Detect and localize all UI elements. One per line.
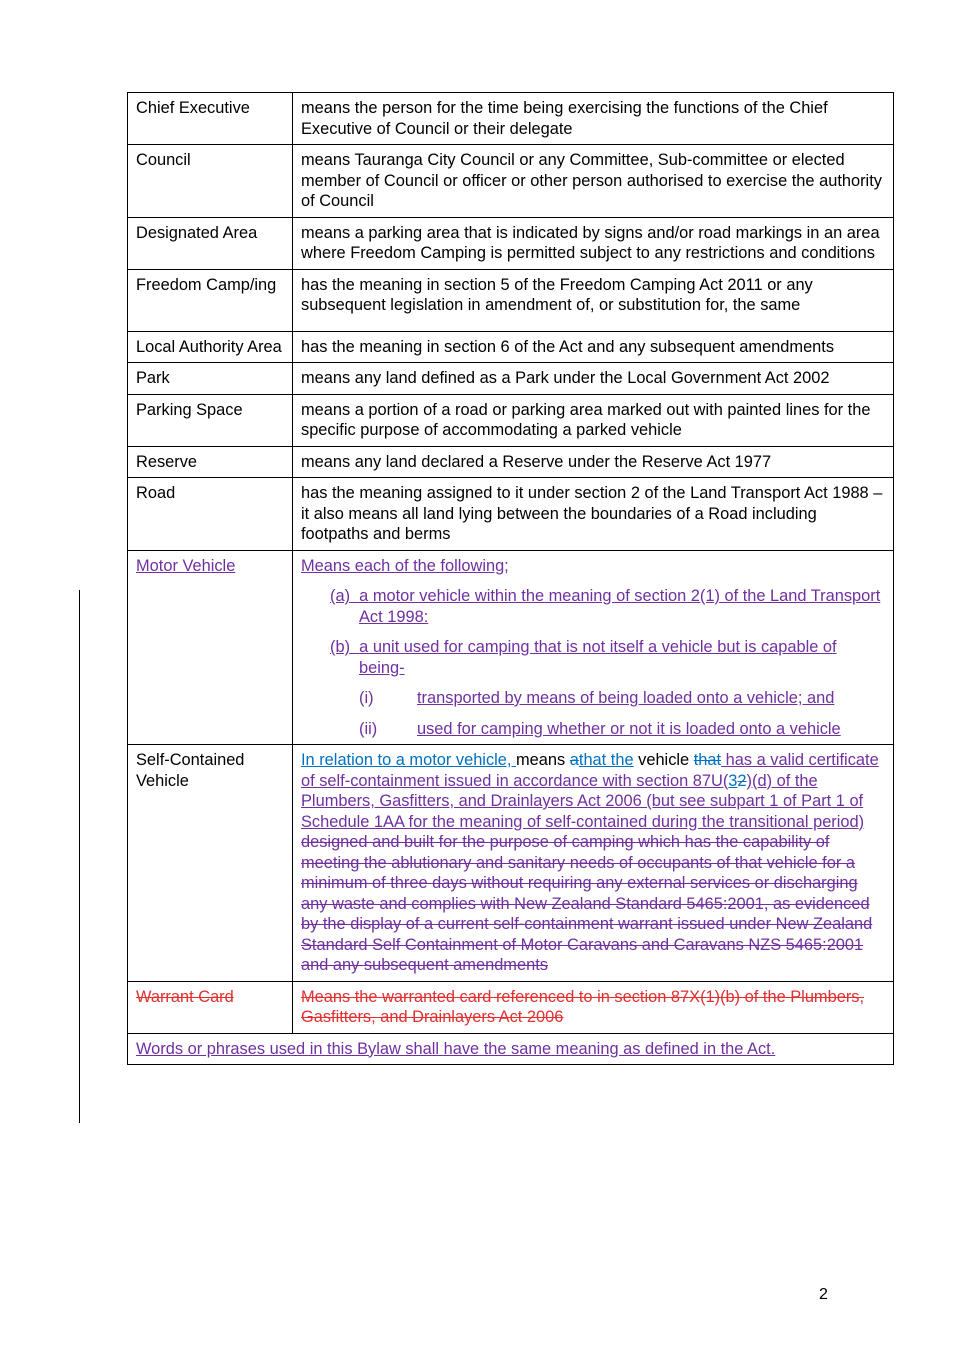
- deleted-text: Means the warranted card referenced to i…: [301, 987, 865, 1027]
- meaning-cell: means Tauranga City Council or any Commi…: [292, 144, 894, 218]
- term-cell: Parking Space: [127, 393, 293, 447]
- clause-i-label: (i): [359, 689, 374, 707]
- inserted-text: 3: [728, 771, 738, 790]
- definition-row-warrant-card: Warrant Card Means the warranted card re…: [127, 980, 894, 1034]
- meaning-cell: Means the warranted card referenced to i…: [292, 980, 894, 1034]
- meaning-cell: has the meaning assigned to it under sec…: [292, 477, 894, 551]
- term-cell: Motor Vehicle: [127, 549, 293, 745]
- meaning-cell: Means each of the following; (a) a motor…: [292, 549, 894, 745]
- clause-i: (i) transported by means of being loaded …: [359, 688, 885, 709]
- inserted-text: )(d) of the Plumbers, Gasfitters, and Dr…: [301, 771, 865, 831]
- term-cell: Local Authority Area: [127, 330, 293, 363]
- inserted-text: Means each of the following;: [301, 556, 509, 575]
- definitions-table: Chief Executive means the person for the…: [127, 92, 894, 1065]
- clause-b-label: (b): [330, 638, 351, 656]
- footer-row: Words or phrases used in this Bylaw shal…: [127, 1032, 894, 1065]
- definition-row-motor-vehicle: Motor Vehicle Means each of the followin…: [127, 549, 894, 745]
- deleted-text: a: [569, 751, 579, 769]
- clause-ii: (ii) used for camping whether or not it i…: [359, 719, 885, 740]
- meaning-cell: has the meaning in section 5 of the Free…: [292, 268, 894, 332]
- definition-row: Park means any land defined as a Park un…: [127, 362, 894, 395]
- definition-row: Council means Tauranga City Council or a…: [127, 144, 894, 218]
- inserted-text: that the: [578, 751, 634, 769]
- inserted-text: Words or phrases used in this Bylaw shal…: [136, 1039, 776, 1058]
- deleted-text: 2: [737, 771, 747, 790]
- definition-row: Freedom Camp/ing has the meaning in sect…: [127, 268, 894, 332]
- text: means: [516, 751, 570, 769]
- meaning-cell: means a parking area that is indicated b…: [292, 216, 894, 270]
- term-cell: Park: [127, 362, 293, 395]
- clause-a: (a) a motor vehicle within the meaning o…: [330, 586, 885, 627]
- term-cell: Freedom Camp/ing: [127, 268, 293, 332]
- change-bar: [79, 590, 80, 1123]
- definition-row: Designated Area means a parking area tha…: [127, 216, 894, 270]
- inserted-term: Motor Vehicle: [136, 556, 236, 575]
- meaning-cell: means the person for the time being exer…: [292, 92, 894, 145]
- clause-a-label: (a): [330, 587, 351, 605]
- term-cell: Reserve: [127, 445, 293, 478]
- clause-i-text: transported by means of being loaded ont…: [417, 689, 835, 707]
- term-cell: Warrant Card: [127, 980, 293, 1034]
- definition-row-self-contained: Self-Contained Vehicle In relation to a …: [127, 744, 894, 982]
- term-cell: Designated Area: [127, 216, 293, 270]
- meaning-cell: has the meaning in section 6 of the Act …: [292, 330, 894, 363]
- definition-row: Parking Space means a portion of a road …: [127, 393, 894, 447]
- term-cell: Self-Contained Vehicle: [127, 744, 293, 982]
- text: vehicle: [633, 751, 694, 769]
- page-number: 2: [819, 1286, 828, 1303]
- meaning-cell: means a portion of a road or parking are…: [292, 393, 894, 447]
- term-cell: Chief Executive: [127, 92, 293, 145]
- clause-b: (b) a unit used for camping that is not …: [330, 637, 885, 678]
- definition-row: Road has the meaning assigned to it unde…: [127, 477, 894, 551]
- definition-row: Reserve means any land declared a Reserv…: [127, 445, 894, 478]
- inserted-text: In relation to a motor vehicle,: [301, 751, 517, 769]
- clause-ii-label: (ii): [359, 719, 378, 738]
- inserted-text: has a valid: [721, 751, 804, 769]
- meaning-cell: In relation to a motor vehicle, means at…: [292, 744, 894, 982]
- clause-a-text: a motor vehicle within the meaning of se…: [359, 587, 881, 626]
- definition-row: Local Authority Area has the meaning in …: [127, 330, 894, 363]
- meaning-cell: means any land defined as a Park under t…: [292, 362, 894, 395]
- clause-ii-text: used for camping whether or not it is lo…: [417, 719, 841, 738]
- term-cell: Council: [127, 144, 293, 218]
- term-cell: Road: [127, 477, 293, 551]
- inserted-text: certificate of self-containment issued i…: [301, 751, 879, 790]
- definition-row: Chief Executive means the person for the…: [127, 92, 894, 145]
- meaning-cell: means any land declared a Reserve under …: [292, 445, 894, 478]
- deleted-text: designed and built for the purpose of ca…: [301, 833, 873, 974]
- deleted-term: Warrant Card: [136, 987, 234, 1006]
- deleted-text: that: [693, 751, 722, 769]
- clause-b-text: a unit used for camping that is not itse…: [359, 638, 837, 677]
- footer-cell: Words or phrases used in this Bylaw shal…: [127, 1032, 894, 1065]
